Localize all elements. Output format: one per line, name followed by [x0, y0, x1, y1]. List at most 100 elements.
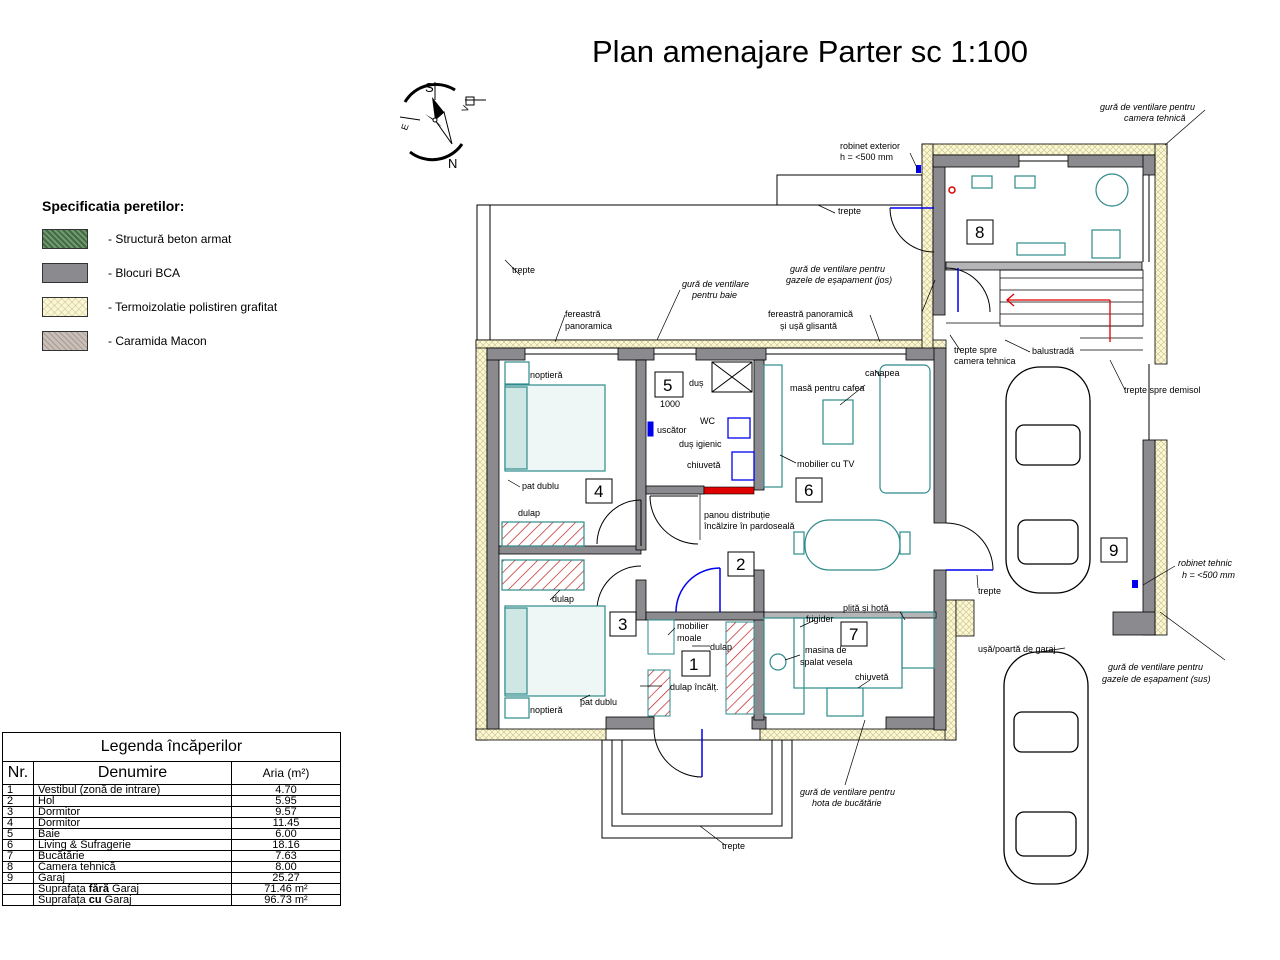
label-trepte-camera-2: camera tehnica — [954, 356, 1016, 366]
legend-nr: 8 — [2, 861, 34, 873]
label-gura-hota-2: hota de bucătărie — [812, 798, 882, 808]
label-canapea: canapea — [865, 368, 900, 378]
room-number-6: 6 — [804, 481, 813, 500]
legend-area: 7.63 — [231, 850, 341, 862]
label-trepte-demisol: trepte spre demisol — [1124, 385, 1201, 395]
label-balustrada: balustradă — [1032, 346, 1074, 356]
label-masina: masina de — [805, 645, 847, 655]
exterior-tap-icon — [916, 165, 921, 173]
label-gura-hota: gură de ventilare pentru — [800, 787, 895, 797]
compass-north-label: N — [448, 156, 457, 171]
stairs-demisol — [946, 269, 1144, 351]
label-trepte-top: trepte — [838, 206, 861, 216]
label-trepte-garage: trepte — [978, 586, 1001, 596]
room-number-1: 1 — [689, 655, 698, 674]
room-numbers: 1 2 3 4 5 6 7 8 9 — [585, 219, 1128, 677]
wall-specification: Specificatia peretilor: - Structură beto… — [42, 198, 362, 364]
label-gura-gaze-jos: gură de ventilare pentru — [790, 264, 885, 274]
room-number-3: 3 — [618, 615, 627, 634]
room-number-4: 4 — [594, 482, 603, 501]
label-chiuveta-bucatarie: chiuvetă — [855, 672, 889, 682]
vestibul-furniture — [647, 619, 755, 717]
compass-east-label: E — [399, 122, 410, 131]
spec-label: - Structură beton armat — [108, 232, 232, 246]
swatch-bca — [42, 263, 88, 283]
label-dulap-mid: dulap — [552, 594, 574, 604]
room-number-8: 8 — [975, 223, 984, 242]
label-trepte-entrance: trepte — [722, 841, 745, 851]
legend-name: Hol — [33, 795, 232, 807]
room-number-7: 7 — [849, 625, 858, 644]
legend-nr: 1 — [2, 784, 34, 796]
legend-name: Dormitor — [33, 817, 232, 829]
legend-area: 5.95 — [231, 795, 341, 807]
legend-area: 18.16 — [231, 839, 341, 851]
legend-col-nr: Nr. — [2, 761, 34, 785]
room-number-5: 5 — [663, 376, 672, 395]
legend-col-name: Denumire — [33, 761, 232, 785]
spec-label: - Caramida Macon — [108, 334, 207, 348]
label-mobilier-tv: mobilier cu TV — [797, 459, 854, 469]
label-trepte-camera: trepte spre — [954, 345, 997, 355]
label-dus-igienic: duș igienic — [679, 439, 722, 449]
legend-name: Living & Sufragerie — [33, 839, 232, 851]
label-mobilier-moale: mobilier — [677, 621, 709, 631]
legend-name: Garaj — [33, 872, 232, 884]
table-row-total-without-garage: Suprafața fără Garaj 71.46 m² — [2, 883, 341, 895]
label-fereastra-usa: fereastră panoramică — [768, 309, 853, 319]
label-panou: panou distribuție — [704, 510, 770, 520]
legend-name: Bucătărie — [33, 850, 232, 862]
label-frigider: frigider — [806, 614, 834, 624]
legend-name: Baie — [33, 828, 232, 840]
label-gura-camera: gură de ventilare pentru — [1100, 102, 1195, 112]
legend-nr: 9 — [2, 872, 34, 884]
total-without-garage-value: 71.46 m² — [231, 883, 341, 895]
label-gura-gaze-sus: gură de ventilare pentru — [1108, 662, 1203, 672]
label-gura-gaze-jos-2: gazele de eșapament (jos) — [786, 275, 892, 285]
label-fereastra-usa-2: și ușă glisantă — [780, 321, 837, 331]
label-robinet-tehnic: robinet tehnic — [1178, 558, 1233, 568]
spec-label: - Blocuri BCA — [108, 266, 181, 280]
legend-area: 9.57 — [231, 806, 341, 818]
bathroom-fixtures — [647, 361, 755, 481]
label-noptiera-bottom: noptieră — [530, 705, 563, 715]
distribution-panel — [703, 486, 755, 495]
legend-name: Camera tehnică — [33, 861, 232, 873]
kitchen-furniture — [763, 611, 935, 717]
label-masina-2: spalat vesela — [800, 657, 853, 667]
living-furniture — [763, 364, 931, 571]
label-dulap-vestibul: dulap — [710, 642, 732, 652]
label-dulap-top: dulap — [518, 508, 540, 518]
label-wc: WC — [700, 416, 715, 426]
label-panou-2: încălzire în pardoseală — [703, 521, 795, 531]
spec-row-bca: - Blocuri BCA — [42, 262, 362, 284]
legend-col-area: Aria (m²) — [231, 761, 341, 785]
spec-label: - Termoizolatie polistiren grafitat — [108, 300, 278, 314]
label-pat-dublu-top: pat dublu — [522, 481, 559, 491]
label-plita: plită și hotă — [843, 603, 889, 613]
plan-title: Plan amenajare Parter sc 1:100 — [592, 34, 1028, 69]
room-number-2: 2 — [736, 555, 745, 574]
label-fereastra: fereastră — [565, 309, 601, 319]
legend-area: 11.45 — [231, 817, 341, 829]
compass-west-label: V — [460, 104, 471, 113]
total-with-garage-value: 96.73 m² — [231, 894, 341, 906]
total-with-garage-label: Suprafața cu Garaj — [33, 894, 232, 906]
legend-nr: 4 — [2, 817, 34, 829]
legend-nr: 6 — [2, 839, 34, 851]
label-dus: duș — [689, 378, 704, 388]
leader-lines — [504, 109, 1226, 846]
room-legend-table: Legenda încăperilor Nr. Denumire Aria (m… — [2, 732, 341, 906]
label-usa-garaj: ușă/poartă de garaj — [978, 644, 1056, 654]
swatch-caramida — [42, 331, 88, 351]
label-robinet-exterior: robinet exterior — [840, 141, 900, 151]
label-masa-cafea: masă pentru cafea — [790, 383, 865, 393]
